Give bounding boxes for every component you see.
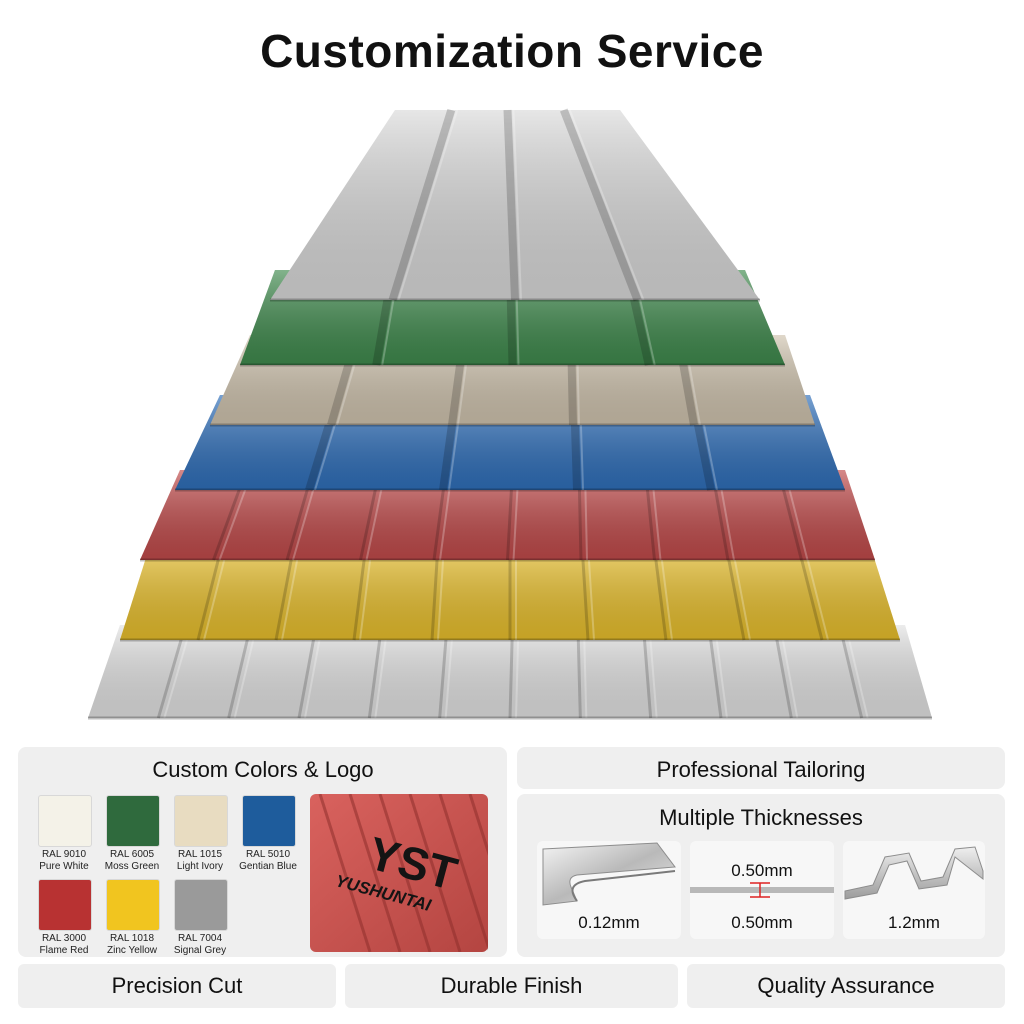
sheet-rib-highlight (163, 624, 193, 719)
sheet-rib (227, 624, 253, 719)
sheet-rib-highlight (803, 544, 829, 641)
thin-sheet-icon (542, 842, 676, 906)
sheet-rib-highlight (648, 624, 658, 719)
sheet-rib (652, 544, 668, 641)
professional-tailoring-header: Professional Tailoring (517, 747, 1005, 789)
sheet-rib-highlight (515, 624, 520, 719)
sheet-rib (274, 544, 296, 641)
sheet-rib-highlight (587, 544, 595, 641)
sheet-rib-highlight (233, 624, 258, 719)
thickness-gauge-icon (690, 882, 834, 898)
sheet-rib (641, 624, 653, 719)
sheet-rib (560, 108, 642, 302)
sheet-rib-highlight (304, 624, 324, 719)
sheet-rib (388, 108, 456, 302)
swatch-signal-grey[interactable] (174, 879, 228, 931)
sheet-rib-highlight (731, 544, 751, 641)
sheet-rib (796, 544, 824, 641)
sheet-rib-highlight (582, 624, 588, 719)
swatch-zinc-yellow[interactable] (106, 879, 160, 931)
sheet-rib (576, 624, 582, 719)
sheet-rib-highlight (203, 544, 229, 641)
thickness-card-0-12[interactable]: 0.12mm (537, 841, 681, 939)
sheet-rib (724, 544, 746, 641)
sheet-rib-highlight (437, 544, 445, 641)
thickness-card-1-2[interactable]: 1.2mm (843, 841, 985, 939)
sheet-rib-highlight (359, 544, 373, 641)
sheet-rib (580, 544, 590, 641)
sheet-rib (352, 544, 368, 641)
durable-finish-button[interactable]: Durable Finish (345, 964, 678, 1008)
sheet-rib-highlight (779, 624, 799, 719)
custom-colors-title: Custom Colors & Logo (152, 757, 374, 782)
swatch-light-ivory[interactable] (174, 795, 228, 847)
sheet-rib (196, 544, 224, 641)
roof-sheet-shading (88, 625, 932, 718)
sheet-rib-highlight (444, 624, 455, 719)
page-title: Customization Service (260, 25, 764, 77)
precision-cut-button[interactable]: Precision Cut (18, 964, 336, 1008)
sheet-rib (772, 624, 793, 719)
corrugated-profile-icon (844, 846, 984, 900)
sheet-rib-highlight (374, 624, 389, 719)
thickness-card-0-50[interactable]: 0.50mm 0.50mm (690, 841, 834, 939)
swatch-pure-white[interactable] (38, 795, 92, 847)
roof-sheet-shading (270, 110, 760, 300)
sheet-rib (838, 624, 864, 719)
sheet-rib (508, 624, 514, 719)
sheet-rib-highlight (568, 109, 645, 301)
stacked-roof-sheets-image (88, 108, 932, 720)
logo-sample-sheet: YST YUSHUNTAI (310, 794, 488, 952)
sheet-rib (438, 624, 449, 719)
swatch-moss-green[interactable] (106, 795, 160, 847)
sheet-rib-highlight (512, 109, 522, 301)
swatch-flame-red[interactable] (38, 879, 92, 931)
sheet-rib-highlight (281, 544, 301, 641)
sheet-rib-highlight (713, 624, 728, 719)
sheet-rib (367, 624, 384, 719)
roof-sheet-shading (120, 545, 900, 640)
multiple-thicknesses-panel: Multiple Thicknesses 0.12mm 0.50mm 0.50m… (517, 794, 1005, 957)
sheet-rib (297, 624, 318, 719)
sheet-rib-highlight (659, 544, 673, 641)
quality-assurance-button[interactable]: Quality Assurance (687, 964, 1005, 1008)
sheet-rib (430, 544, 440, 641)
sheet-rib (707, 624, 723, 719)
thickness-title: Multiple Thicknesses (659, 805, 863, 830)
sheet-rib (156, 624, 187, 719)
sheet-rib-highlight (397, 109, 459, 301)
sheet-rib (503, 109, 519, 301)
roof-sheet-shading (140, 470, 875, 560)
sheet-rib-highlight (844, 624, 869, 719)
swatch-gentian-blue[interactable] (242, 795, 296, 847)
